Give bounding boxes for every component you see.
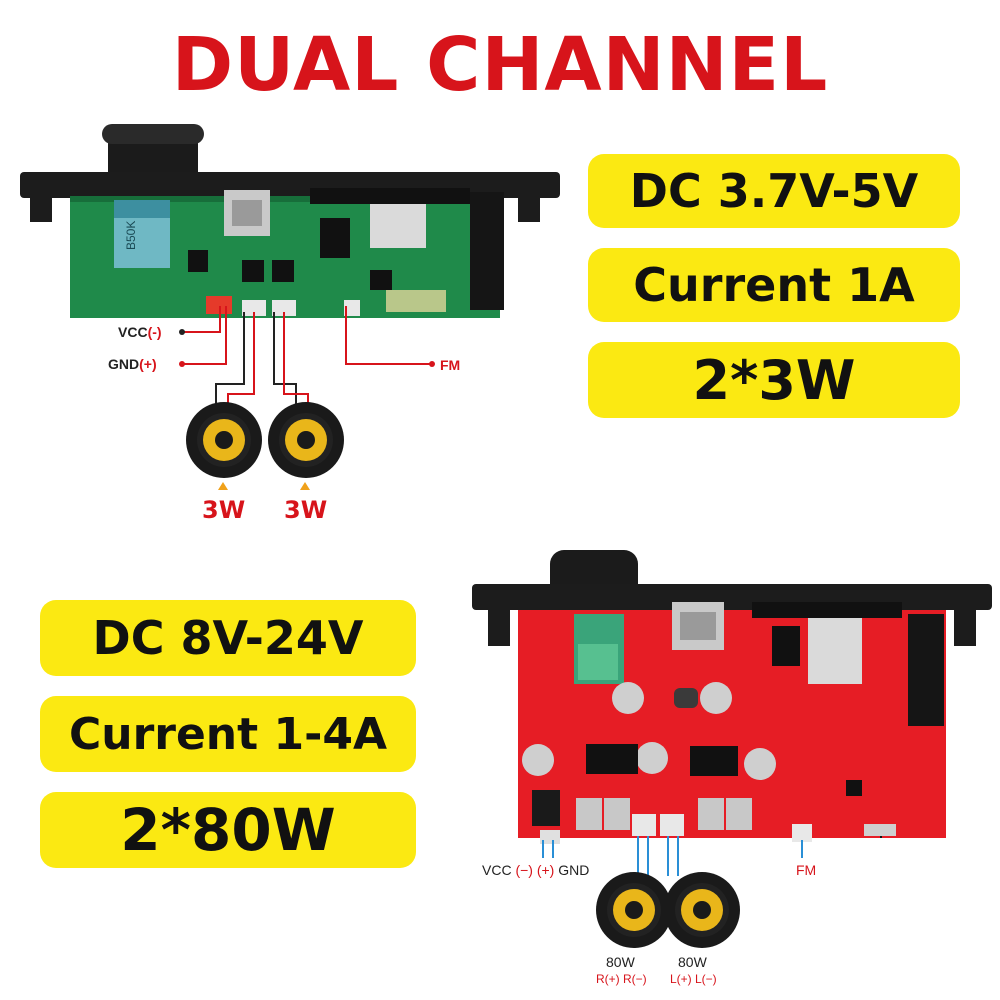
green-module-board: B50K: [20, 124, 560, 318]
page-title: DUAL CHANNEL: [171, 22, 829, 108]
speaker-right-80w: [664, 872, 740, 948]
speaker-left-3w: [186, 402, 262, 478]
green-module-wiring: [179, 306, 435, 410]
speaker-pin-label: R(+) R(−): [596, 972, 647, 986]
spec-current: Current 1-4A: [40, 696, 416, 772]
speaker-right-3w: [268, 402, 344, 478]
speaker-watt-label: 3W: [284, 496, 328, 524]
speaker-watt-label: 80W: [678, 954, 707, 970]
spec-power: 2*80W: [40, 792, 416, 868]
speaker-watt-label: 80W: [606, 954, 635, 970]
speaker-left-80w: [596, 872, 672, 948]
fm-label: FM: [440, 357, 461, 373]
spec-current: Current 1A: [588, 248, 960, 322]
vcc-gnd-label: VCC (−) (+) GND: [482, 862, 590, 878]
triangle-marker-icon: [300, 482, 310, 490]
spec-voltage: DC 8V-24V: [40, 600, 416, 676]
spec-voltage: DC 3.7V-5V: [588, 154, 960, 228]
spec-power: 2*3W: [588, 342, 960, 418]
triangle-marker-icon: [218, 482, 228, 490]
gnd-label: GND(+): [108, 356, 157, 372]
fm-label: FM: [796, 862, 817, 878]
red-module-board: [472, 550, 992, 844]
speaker-watt-label: 3W: [202, 496, 246, 524]
pot-marking: B50K: [124, 221, 138, 250]
vcc-label: VCC(-): [118, 324, 162, 340]
speaker-pin-label: L(+) L(−): [670, 972, 717, 986]
